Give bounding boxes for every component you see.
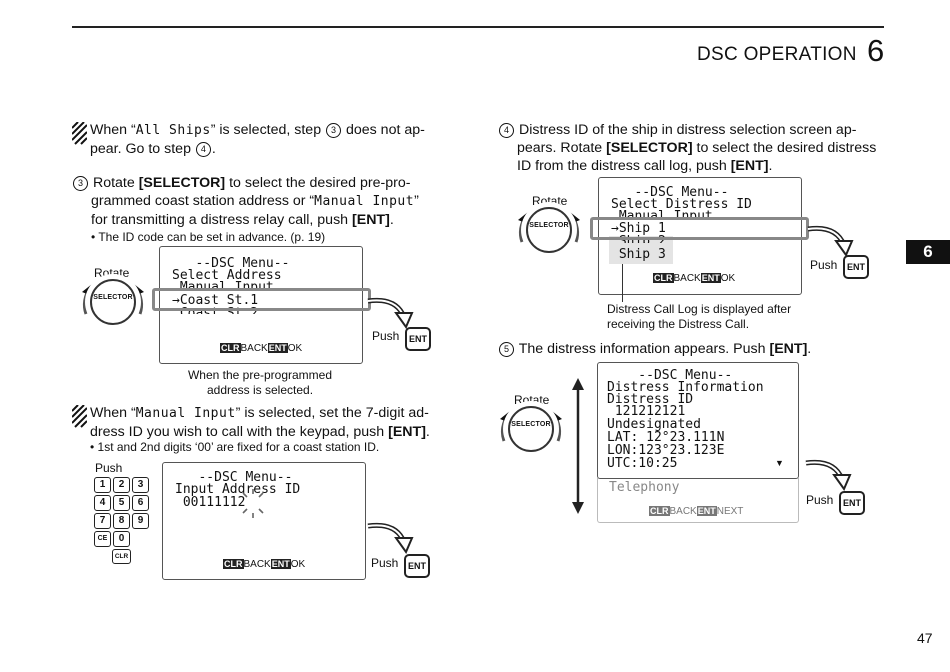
lcd-line: Select Distress ID [611, 197, 752, 212]
lcd-line: --DSC Menu-- [607, 368, 733, 383]
lcd-line: Distress Information [607, 380, 764, 395]
step-5-number: 5 [499, 342, 514, 357]
lcd-line: Distress ID [607, 392, 694, 407]
note-all-ships: When “All Ships” is selected, step 3 doe… [90, 122, 425, 157]
lcd-line: UTC:10:25 [607, 456, 678, 471]
curved-arrow-icon [805, 459, 852, 492]
key-4[interactable]: 4 [94, 495, 111, 511]
lcd-line: Select Address [172, 268, 282, 283]
push-label: Push [372, 329, 400, 343]
scroll-arrow-icon [572, 378, 584, 514]
lcd-line-hidden: Telephony [609, 480, 680, 495]
keypad: 1 2 3 4 5 6 7 8 9 CE 0 CLR [94, 477, 154, 567]
lcd-screen-select-distress: --DSC Menu-- Select Distress ID Manual I… [598, 177, 802, 295]
lcd-address-value: 00111112 [175, 495, 246, 510]
lcd-line: Ship 3 [611, 247, 666, 262]
lcd-screen-input-address: --DSC Menu-- Input Address ID 00111112 C… [162, 462, 366, 580]
selector-knob[interactable]: SELECTOR [521, 202, 577, 258]
key-3[interactable]: 3 [132, 477, 149, 493]
lcd-line: --DSC Menu-- [611, 185, 729, 200]
key-8[interactable]: 8 [113, 513, 130, 529]
lcd-hidden-area [597, 478, 799, 523]
selection-highlight [152, 288, 371, 311]
lcd-line: Input Address ID [175, 482, 301, 497]
lcd-selected-item: →Ship 1 [611, 221, 666, 236]
lcd-softkeys: CLRBACKENTOK [223, 559, 306, 570]
selector-knob[interactable]: SELECTOR [85, 274, 141, 330]
note-icon [72, 122, 87, 145]
step-5-instructions: 5 The distress information appears. Push… [498, 340, 890, 358]
curved-arrow-icon [807, 225, 854, 258]
chapter-number: 6 [867, 33, 885, 68]
key-clr[interactable]: CLR [112, 549, 131, 564]
blink-indicator-icon [242, 489, 264, 518]
curved-arrow-icon [367, 522, 414, 555]
key-9[interactable]: 9 [132, 513, 149, 529]
note-bullet: • 1st and 2nd digits ‘00’ are fixed for … [90, 440, 380, 454]
distress-log-shading [609, 236, 673, 264]
push-label: Push [810, 258, 838, 272]
key-0[interactable]: 0 [113, 531, 130, 547]
key-6[interactable]: 6 [132, 495, 149, 511]
lcd-line: LON:123°23.123E [607, 443, 725, 458]
ent-button[interactable]: ENT [843, 255, 869, 279]
lcd-screen-distress-info: --DSC Menu-- Distress Information Distre… [597, 362, 799, 523]
key-7[interactable]: 7 [94, 513, 111, 529]
lcd-softkeys: CLRBACKENTOK [220, 343, 303, 354]
lcd-screen-select-address: --DSC Menu-- Select Address Manual Input… [159, 246, 363, 364]
note-manual-input: When “Manual Input” is selected, set the… [90, 405, 430, 440]
header-rule [72, 26, 884, 28]
key-2[interactable]: 2 [113, 477, 130, 493]
lcd-line: Manual Input [611, 210, 713, 218]
ent-button[interactable]: ENT [404, 554, 430, 578]
callout-line [622, 264, 623, 302]
step-4-instructions: 4 Distress ID of the ship in distress se… [498, 121, 890, 175]
lcd-text-all-ships: All Ships [135, 123, 211, 138]
step-3-number: 3 [73, 176, 88, 191]
key-1[interactable]: 1 [94, 477, 111, 493]
lcd-selected-item: →Coast St.1 [172, 293, 259, 308]
lcd-softkeys: CLRBACKENTNEXT [649, 506, 744, 517]
selection-highlight [590, 217, 809, 240]
selector-knob[interactable]: SELECTOR [503, 401, 559, 457]
step-4-number: 4 [499, 123, 514, 138]
lcd-line: Manual Input [172, 281, 274, 289]
lcd-softkeys: CLRBACKENTOK [653, 273, 736, 284]
push-label: Push [806, 493, 834, 507]
chapter-side-tab: 6 [906, 240, 950, 264]
lcd-line: Undesignated [607, 417, 701, 432]
lcd-line: --DSC Menu-- [175, 470, 293, 485]
more-indicator-icon: ▼ [775, 458, 784, 468]
key-ce[interactable]: CE [94, 531, 111, 547]
lcd-line: LAT: 12°23.111N [607, 430, 725, 445]
step-3-instructions: 3 Rotate [SELECTOR] to select the desire… [72, 174, 464, 245]
push-label: Push [371, 556, 399, 570]
section-title: DSC OPERATION [697, 44, 857, 65]
push-label: Push [95, 461, 123, 475]
lcd-visible-area [597, 362, 799, 479]
lcd-line: 121212121 [607, 404, 686, 419]
curved-arrow-icon [367, 297, 414, 330]
ent-button[interactable]: ENT [405, 327, 431, 351]
key-5[interactable]: 5 [113, 495, 130, 511]
note-icon [72, 405, 87, 428]
lcd-line: --DSC Menu-- [172, 256, 290, 271]
page-number: 47 [917, 630, 933, 646]
blinking-digit: 2 [237, 495, 246, 510]
ent-button[interactable]: ENT [839, 491, 865, 515]
